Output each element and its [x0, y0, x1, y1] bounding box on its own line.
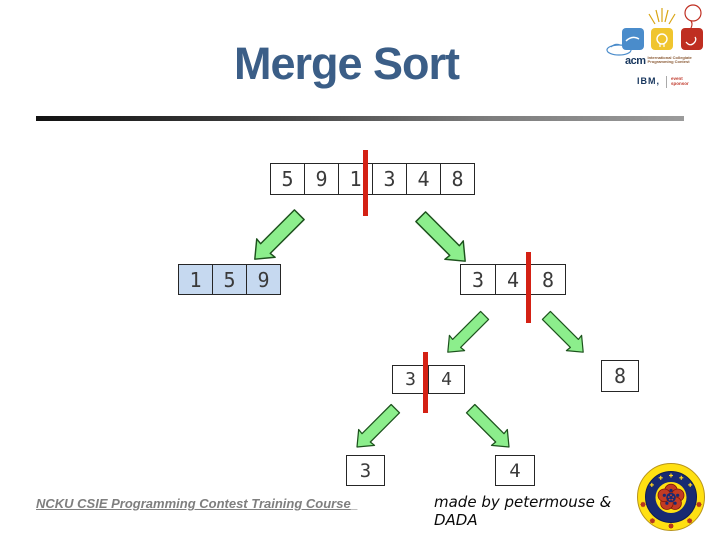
array-cell: 3	[372, 163, 407, 195]
event-sponsor-label: event sponsor	[671, 76, 689, 86]
icpc-yellow-tile	[651, 28, 673, 50]
array-cell: 9	[304, 163, 339, 195]
split-arrow-down-right-icon	[464, 402, 514, 452]
ibm-sponsor-row: IBM, event sponsor	[637, 76, 689, 88]
array-cell: 4	[495, 455, 535, 486]
array-cell: 5	[270, 163, 305, 195]
array-cell: 8	[440, 163, 475, 195]
split-divider	[423, 352, 428, 413]
array-cell: 4	[428, 365, 465, 394]
slide-title: Merge Sort	[234, 38, 460, 89]
array-cell: 9	[246, 264, 281, 295]
sponsor-divider	[666, 76, 667, 88]
split-arrow-down-left-icon	[352, 402, 402, 452]
array-single-three: 3	[346, 455, 385, 486]
acm-logo: acm International Collegiate Programming…	[625, 55, 692, 67]
split-arrow-down-left-icon	[249, 207, 307, 265]
split-divider	[363, 150, 368, 216]
split-arrow-down-right-icon	[413, 209, 471, 267]
split-arrow-down-left-icon	[443, 309, 491, 357]
array-single-eight: 8	[601, 360, 639, 392]
array-unsorted: 5 9 1 3 4 8	[270, 163, 475, 195]
ncku-seal-icon	[637, 463, 705, 531]
array-pair: 3 4	[392, 365, 465, 394]
acm-wordmark: acm	[625, 55, 646, 67]
array-cell: 1	[178, 264, 213, 295]
array-single-four: 4	[495, 455, 535, 486]
array-cell: 4	[406, 163, 441, 195]
array-left-sorted: 1 5 9	[178, 264, 281, 295]
title-rule	[36, 116, 684, 121]
footer-course-title: NCKU CSIE Programming Contest Training C…	[36, 496, 358, 511]
array-cell: 8	[530, 264, 566, 295]
icpc-red-tile	[681, 28, 703, 50]
footer-credit: made by petermouse & DADA	[434, 493, 612, 529]
split-arrow-down-right-icon	[540, 309, 588, 357]
array-cell: 5	[212, 264, 247, 295]
acm-subtitle: International Collegiate Programming Con…	[647, 55, 692, 64]
array-cell: 8	[601, 360, 639, 392]
icpc-blue-tile	[622, 28, 644, 50]
array-cell: 3	[346, 455, 385, 486]
ibm-logo: IBM,	[637, 76, 660, 86]
array-cell: 3	[460, 264, 496, 295]
split-divider	[526, 252, 531, 323]
array-right-half: 3 4 8	[460, 264, 566, 295]
